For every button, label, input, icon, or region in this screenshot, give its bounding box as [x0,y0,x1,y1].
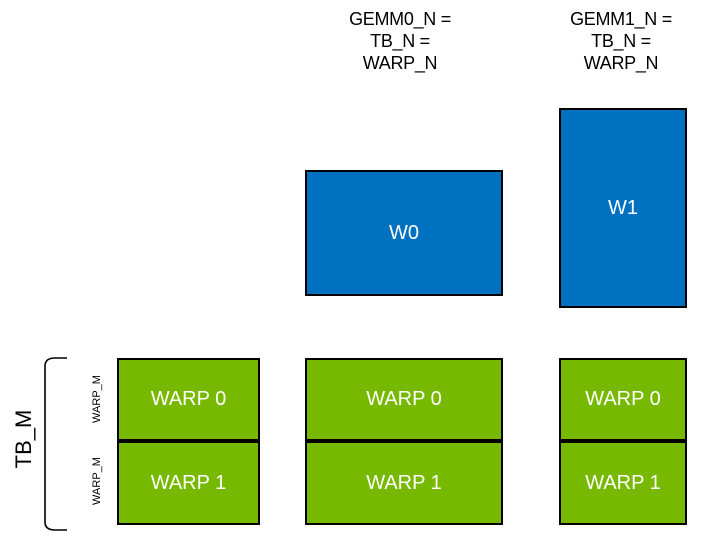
w1-blue-box: W1 [559,108,687,308]
warp1-label-right: WARP 1 [585,471,661,494]
gemm1-header-line1: GEMM1_N = [570,9,672,29]
warp1-label-left: WARP 1 [150,471,227,494]
warp0-label-middle: WARP 0 [366,388,442,410]
warp1-label-middle: WARP 1 [366,471,442,494]
w1-label: W1 [608,196,638,219]
warp-group-left: WARP 0 WARP 1 [117,358,260,525]
warp1-box-middle: WARP 1 [305,441,503,525]
warp0-box-right: WARP 0 [559,358,687,441]
warp-group-right: WARP 0 WARP 1 [559,358,687,525]
warp0-label-left: WARP 0 [150,388,227,410]
gemm1-header-line2: TB_N = [591,31,651,51]
warp0-box-left: WARP 0 [117,358,260,441]
gemm1-header-line3: WARP_N [583,53,659,73]
gemm0-header-line2: TB_N = [370,31,430,51]
warp-m-label-bottom: WARP_M [91,457,103,505]
warp1-box-left: WARP 1 [117,441,260,525]
warp-group-middle: WARP 0 WARP 1 [305,358,503,525]
warp1-box-right: WARP 1 [559,441,687,525]
w0-label: W0 [389,221,419,244]
tb-m-bracket [44,357,67,531]
w0-blue-box: W0 [305,170,503,296]
warp0-box-middle: WARP 0 [305,358,503,441]
gemm0-header-line1: GEMM0_N = [349,9,451,29]
warp-m-label-top: WARP_M [91,375,103,423]
gemm0-header-line3: WARP_N [362,53,438,73]
warp0-label-right: WARP 0 [585,388,661,410]
tb-m-label: TB_M [11,409,36,469]
gemm0-column-header: GEMM0_N = TB_N = WARP_N [300,8,500,74]
gemm1-column-header: GEMM1_N = TB_N = WARP_N [521,8,720,74]
